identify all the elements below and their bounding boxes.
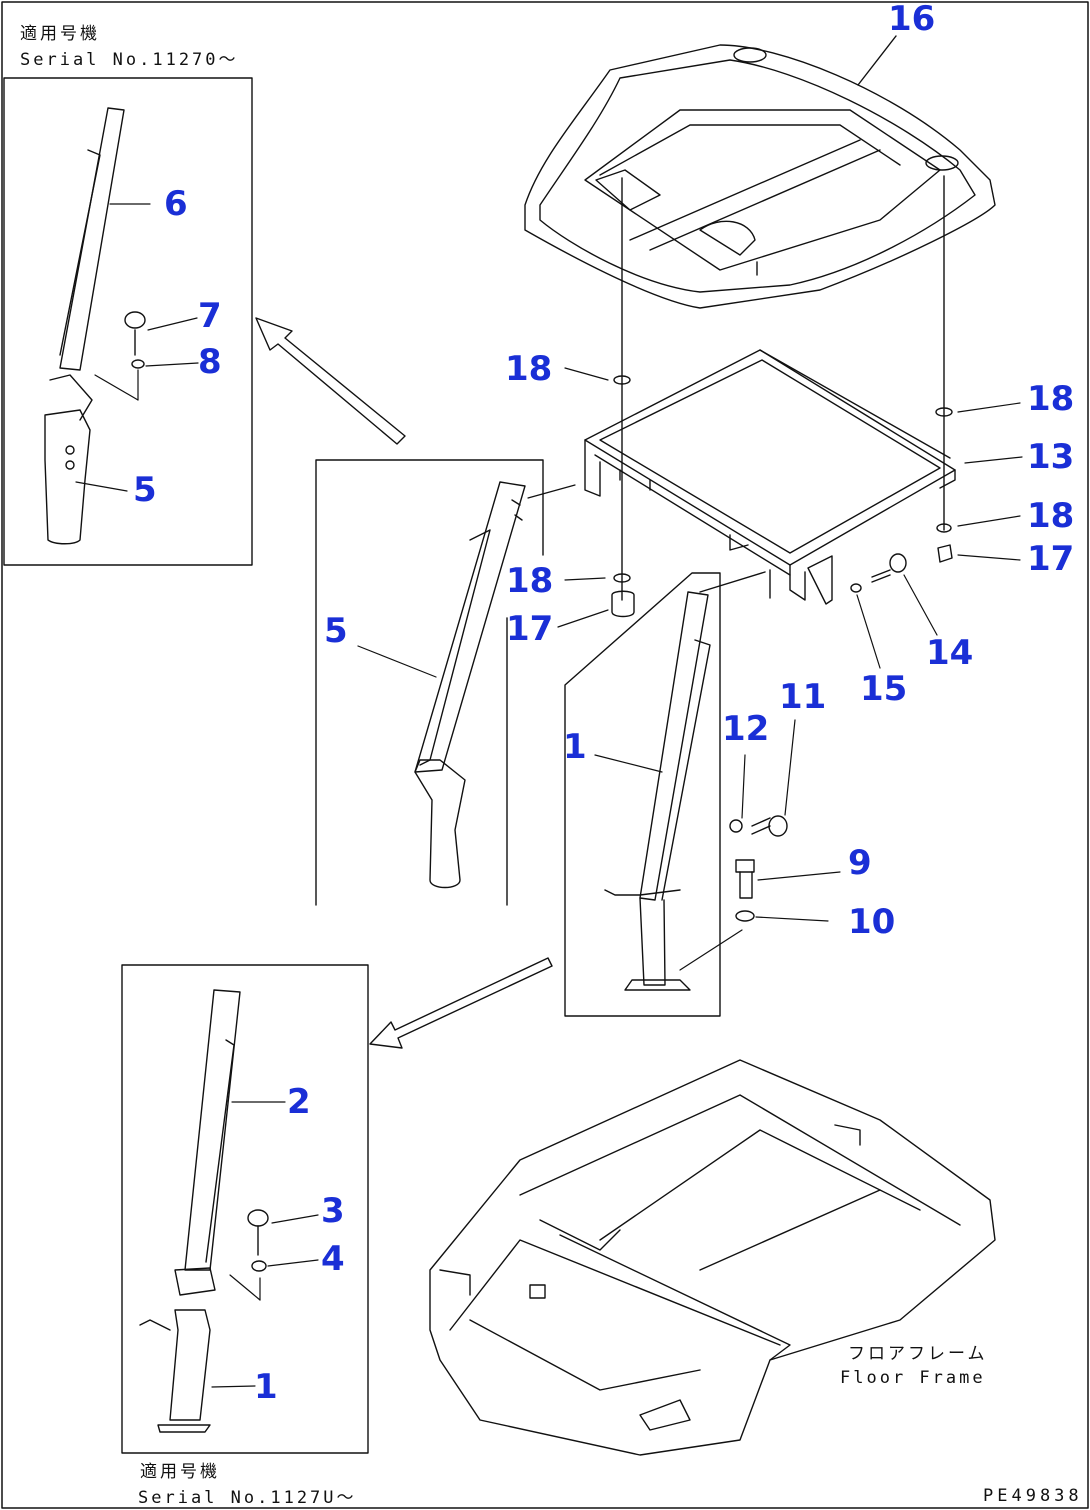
inset-box-upper-left [3,77,253,566]
callout-11: 11 [779,677,827,717]
callout-13: 13 [1027,437,1075,477]
callout-14: 14 [926,633,974,673]
floor-frame-label-jp: フロアフレーム [848,1344,988,1364]
callout-8: 8 [198,342,222,382]
frame-part [584,349,956,601]
pillar-part-upper-left [44,107,146,545]
header-note-serial: Serial No.11270～ [20,50,239,70]
callout-1-b: 1 [254,1367,278,1407]
header-note-jp: 適用号機 [20,24,100,44]
callout-18-d: 18 [506,561,554,601]
callout-5-a: 5 [324,611,348,651]
pillar-part-lower-left [139,989,269,1433]
inset-box-center [564,572,721,1017]
inset-box-lower-left [121,964,369,1454]
pillar-part-middle [414,481,526,889]
callout-15: 15 [860,669,908,709]
callout-9: 9 [848,843,872,883]
inset-box-middle-left [315,459,544,906]
callout-18-c: 18 [1027,496,1075,536]
callout-17-a: 17 [1027,539,1075,579]
callout-6: 6 [164,184,188,224]
callout-17-b: 17 [506,609,554,649]
callout-4: 4 [321,1239,345,1279]
pillar-part-center [604,591,711,991]
callout-18-a: 18 [505,349,553,389]
floor-frame-part [429,1059,996,1456]
drawing-code: PE49838 [983,1486,1083,1506]
callout-10: 10 [848,902,896,942]
callout-1-a: 1 [563,727,587,767]
callout-12: 12 [722,709,770,749]
callout-3: 3 [321,1191,345,1231]
arrow-to-upper-inset [255,317,406,445]
roof-part [524,44,996,309]
arrow-to-lower-inset [369,957,553,1049]
floor-frame-label-en: Floor Frame [840,1368,986,1388]
leader-lines [75,203,1023,1388]
footer-note-jp: 適用号機 [140,1462,220,1482]
callout-2: 2 [287,1082,311,1122]
footer-note-serial: Serial No.1127U～ [138,1488,357,1508]
callout-7: 7 [198,296,222,336]
callout-16: 16 [888,0,936,39]
callout-5-b: 5 [133,470,157,510]
callout-18-b: 18 [1027,379,1075,419]
